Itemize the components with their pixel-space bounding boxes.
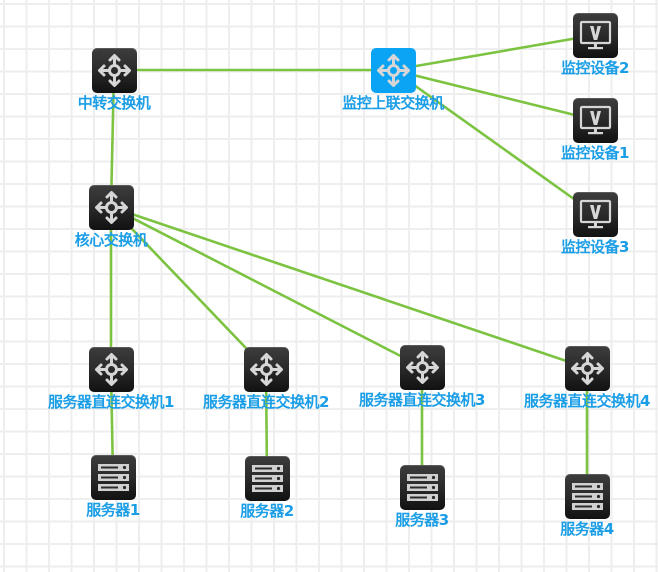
monitor-icon[interactable]	[572, 191, 618, 237]
switch-icon[interactable]	[88, 184, 134, 230]
node-label: 监控设备1	[561, 144, 629, 162]
node-label: 中转交换机	[77, 94, 151, 112]
monitor-icon-glyph	[579, 105, 611, 134]
node-label: 服务器3	[395, 511, 449, 529]
server-icon[interactable]	[564, 473, 610, 519]
monitor-icon[interactable]	[572, 12, 618, 58]
link-monitor-uplink-switch-to-monitor-device-1[interactable]	[392, 68, 596, 122]
node-label: 核心交换机	[74, 231, 148, 249]
node-label: 监控上联交换机	[342, 94, 444, 112]
switch-icon-glyph	[97, 53, 131, 87]
node-label: 服务器直连交换机1	[48, 393, 174, 411]
server-icon-glyph	[406, 473, 438, 501]
node-label: 服务器直连交换机2	[203, 393, 329, 411]
link-transit-switch-to-core-switch[interactable]	[109, 69, 116, 208]
switch-icon-glyph	[405, 350, 439, 384]
link-core-switch-to-server-switch-2[interactable]	[110, 206, 267, 370]
server-icon-glyph	[97, 463, 129, 491]
link-core-switch-to-server-switch-3[interactable]	[110, 205, 423, 369]
server-icon[interactable]	[90, 454, 136, 500]
switch-icon-glyph	[376, 53, 410, 87]
node-label: 监控设备2	[561, 59, 629, 77]
monitor-icon[interactable]	[572, 97, 618, 143]
link-core-switch-to-server-switch-4[interactable]	[110, 205, 588, 370]
switch-icon-glyph	[94, 190, 128, 224]
switch-icon[interactable]	[91, 47, 137, 93]
switch-icon[interactable]	[243, 346, 289, 392]
link-monitor-uplink-switch-to-monitor-device-2[interactable]	[392, 33, 596, 72]
server-icon[interactable]	[244, 455, 290, 501]
node-label: 监控设备3	[561, 238, 629, 256]
switch-icon[interactable]	[399, 344, 445, 390]
server-icon-glyph	[571, 482, 603, 510]
server-icon-glyph	[251, 464, 283, 492]
switch-icon[interactable]	[564, 345, 610, 391]
node-label: 服务器直连交换机4	[524, 392, 650, 410]
node-label: 服务器2	[240, 502, 294, 520]
switch-icon[interactable]	[370, 47, 416, 93]
switch-icon-glyph	[249, 352, 283, 386]
monitor-icon-glyph	[579, 199, 611, 228]
switch-icon-glyph	[570, 351, 604, 385]
link-monitor-uplink-switch-to-monitor-device-3[interactable]	[392, 68, 596, 216]
switch-icon-glyph	[94, 352, 128, 386]
switch-icon[interactable]	[88, 346, 134, 392]
monitor-icon-glyph	[579, 20, 611, 49]
node-label: 服务器4	[560, 520, 614, 538]
node-label: 服务器直连交换机3	[359, 391, 485, 409]
server-icon[interactable]	[399, 464, 445, 510]
node-label: 服务器1	[86, 501, 140, 519]
